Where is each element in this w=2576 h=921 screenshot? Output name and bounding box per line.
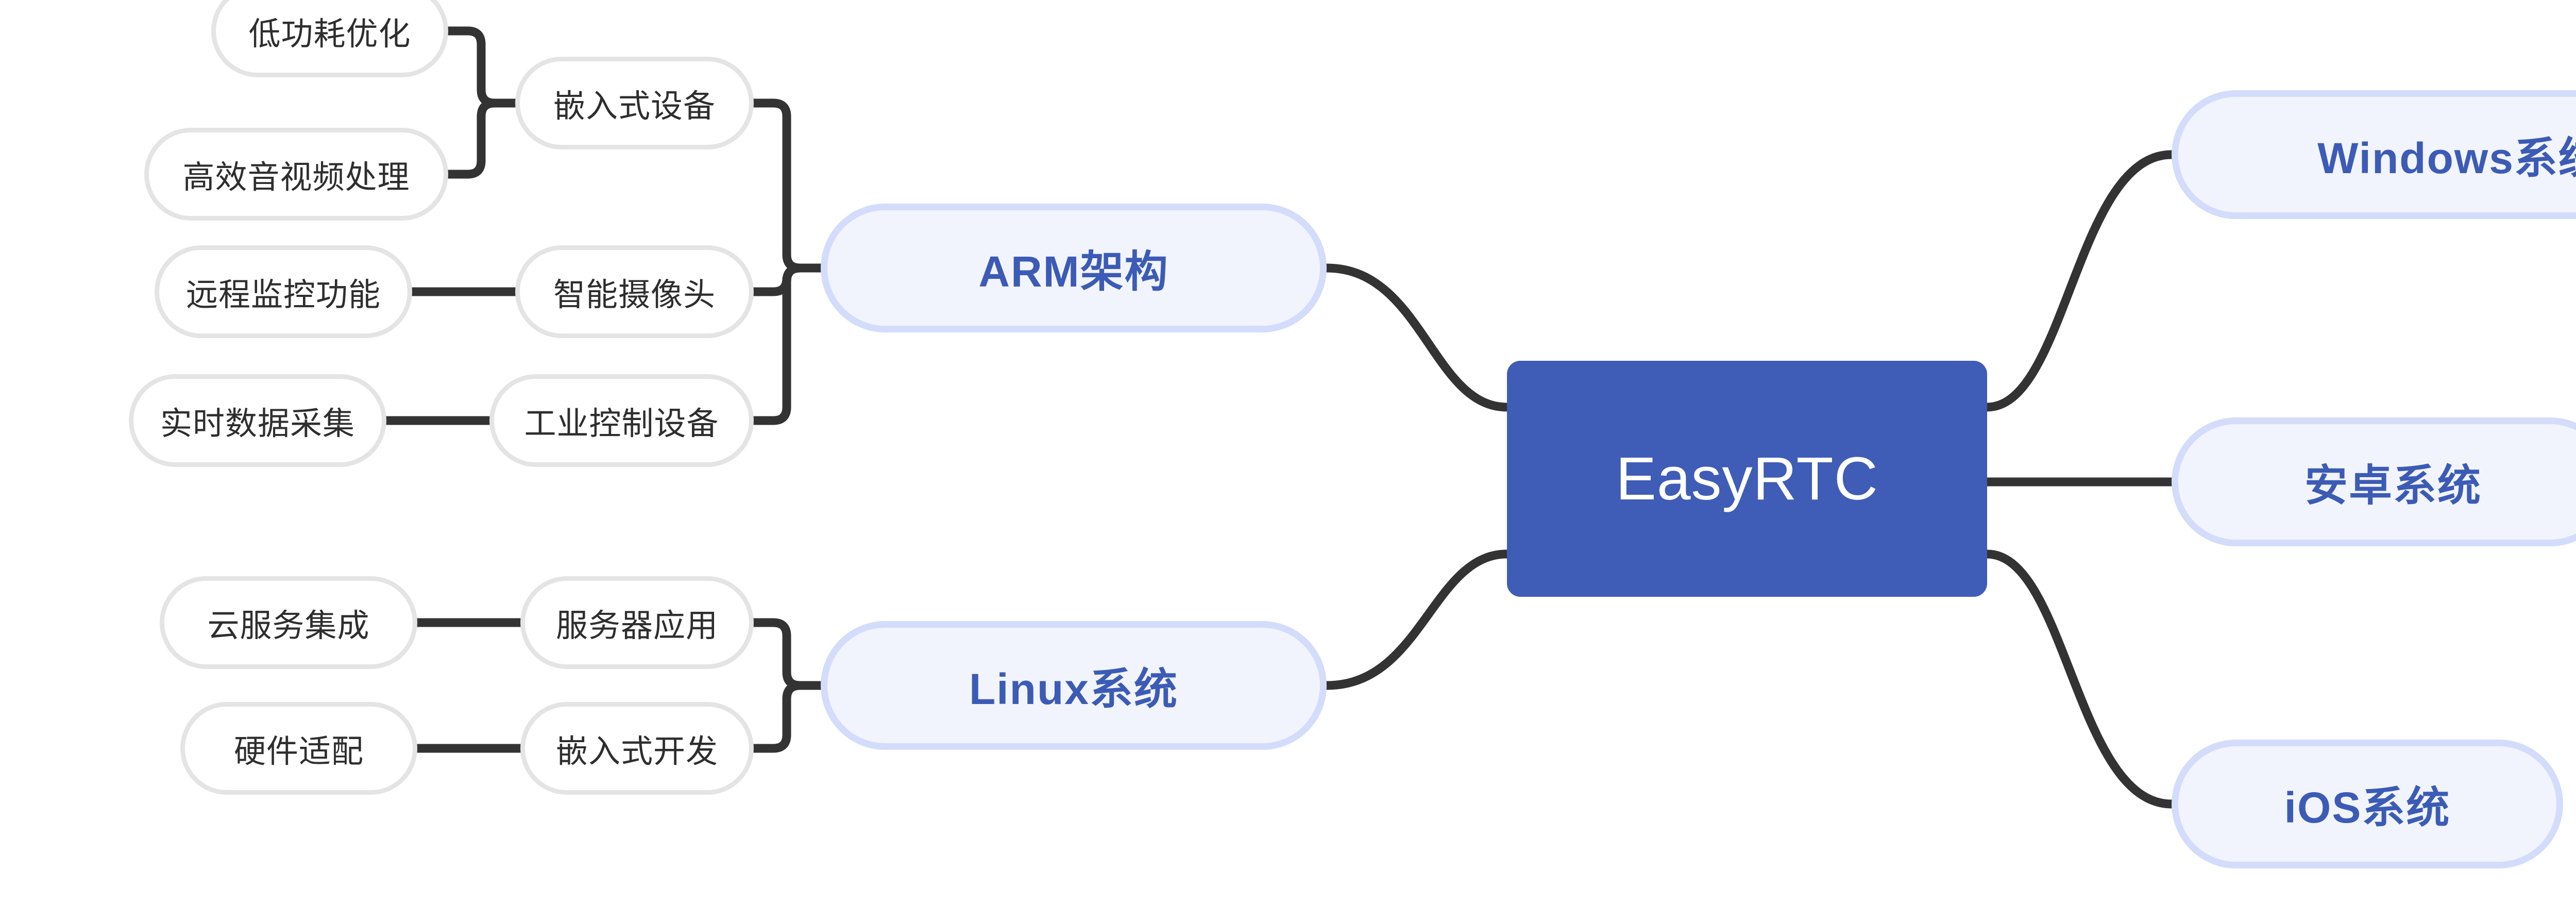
node-smart-camera[interactable]: 智能摄像头 <box>515 245 754 338</box>
branch-arm[interactable]: ARM架构 <box>821 204 1327 332</box>
branch-android[interactable]: 安卓系统 <box>2172 417 2576 546</box>
node-hardware-adaptation[interactable]: 硬件适配 <box>180 702 417 795</box>
node-av-processing[interactable]: 高效音视频处理 <box>144 128 448 221</box>
node-realtime-data-collection[interactable]: 实时数据采集 <box>129 374 386 467</box>
node-server-app[interactable]: 服务器应用 <box>520 576 754 669</box>
branch-ios-label: iOS系统 <box>2284 783 2451 832</box>
node-realtime-data-collection-label: 实时数据采集 <box>160 406 355 442</box>
node-low-power-optimization-label: 低功耗优化 <box>248 16 411 52</box>
node-embedded-device[interactable]: 嵌入式设备 <box>515 57 754 149</box>
node-hardware-adaptation-label: 硬件适配 <box>233 734 364 769</box>
branch-linux-label: Linux系统 <box>969 664 1178 713</box>
edge-emb-g1 <box>444 26 520 108</box>
branch-windows[interactable]: Windows系统 <box>2172 90 2576 219</box>
node-remote-monitoring[interactable]: 远程监控功能 <box>155 245 412 338</box>
node-industrial-control[interactable]: 工业控制设备 <box>489 374 754 467</box>
edge-root-ios <box>1982 549 2176 809</box>
edge-linux-c2 <box>749 681 825 753</box>
edge-emb-g2 <box>444 98 520 179</box>
root-node[interactable]: EasyRTC <box>1507 361 1987 597</box>
branch-arm-label: ARM架构 <box>978 247 1169 296</box>
edge-arm-c1 <box>749 98 825 273</box>
node-smart-camera-label: 智能摄像头 <box>553 277 716 313</box>
edge-root-linux <box>1322 549 1512 690</box>
node-cloud-service-integration-label: 云服务集成 <box>207 608 370 644</box>
node-industrial-control-label: 工业控制设备 <box>524 406 719 442</box>
branch-android-label: 安卓系统 <box>2304 461 2482 510</box>
node-embedded-device-label: 嵌入式设备 <box>553 89 716 124</box>
node-embedded-dev[interactable]: 嵌入式开发 <box>520 702 754 795</box>
node-server-app-label: 服务器应用 <box>555 608 718 644</box>
edge-linux-c1 <box>749 618 825 690</box>
edge-root-arm <box>1322 263 1512 412</box>
node-av-processing-label: 高效音视频处理 <box>182 160 410 195</box>
node-remote-monitoring-label: 远程监控功能 <box>185 277 381 313</box>
root-label: EasyRTC <box>1616 445 1878 513</box>
edge-arm-c3 <box>749 263 825 425</box>
branch-windows-label: Windows系统 <box>2317 133 2576 182</box>
branch-ios[interactable]: iOS系统 <box>2172 740 2563 868</box>
node-cloud-service-integration[interactable]: 云服务集成 <box>160 576 417 669</box>
branch-linux[interactable]: Linux系统 <box>821 621 1327 750</box>
node-embedded-dev-label: 嵌入式开发 <box>555 734 718 769</box>
node-low-power-optimization[interactable]: 低功耗优化 <box>211 0 448 77</box>
edge-root-windows <box>1982 150 2176 412</box>
